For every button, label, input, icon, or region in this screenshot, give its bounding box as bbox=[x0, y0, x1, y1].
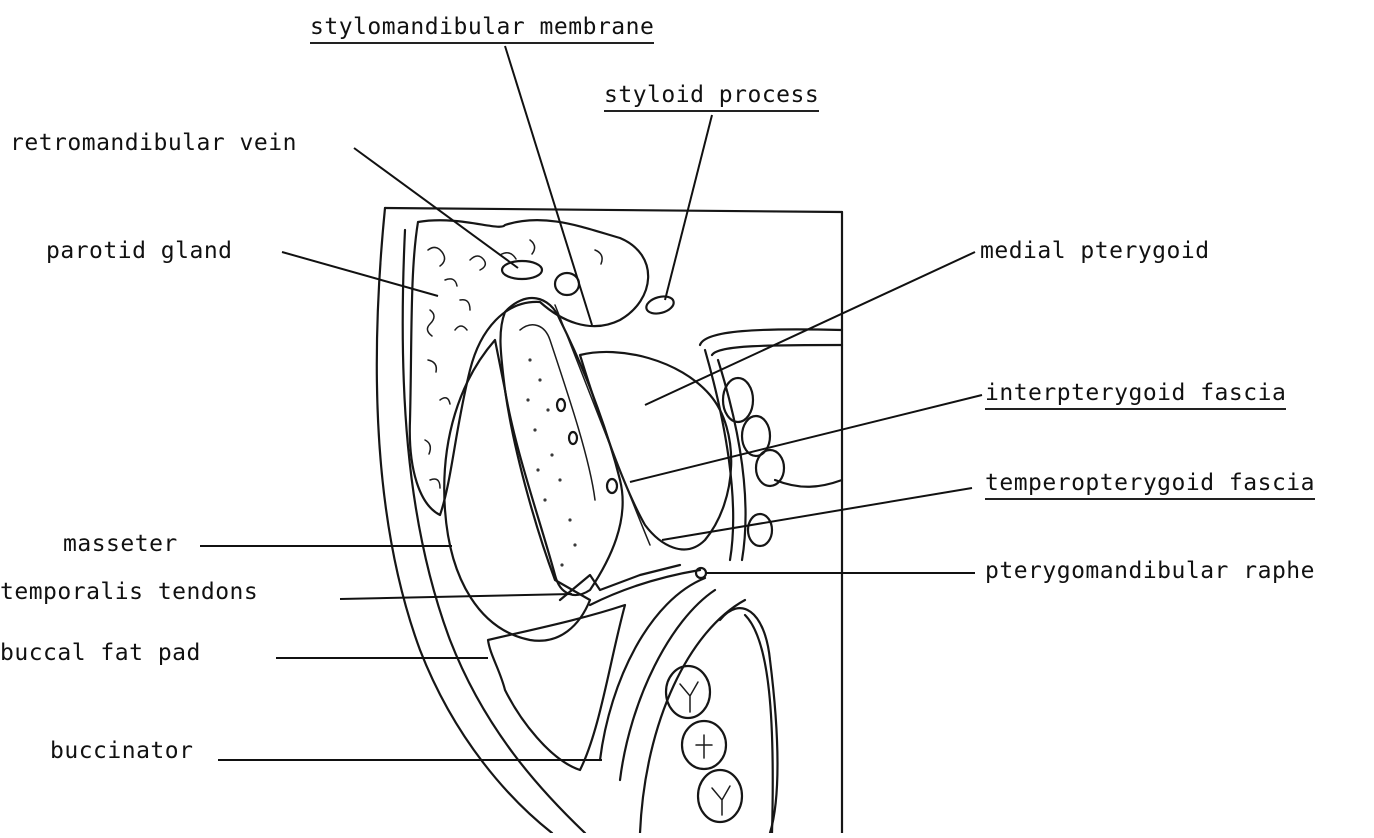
label-temperopterygoid-fascia: temperopterygoid fascia bbox=[985, 472, 1315, 500]
ramus-inner bbox=[520, 325, 595, 500]
pharyngeal-wall-inner bbox=[712, 345, 842, 355]
label-buccinator: buccinator bbox=[50, 740, 193, 763]
external-carotid-shape bbox=[555, 273, 579, 295]
label-stylomandibular-membrane: stylomandibular membrane bbox=[310, 16, 654, 44]
tooth-1 bbox=[666, 666, 710, 718]
retromandibular-vein-shape bbox=[502, 261, 542, 279]
mandible-ramus bbox=[500, 298, 622, 595]
label-medial-pterygoid: medial pterygoid bbox=[980, 240, 1210, 263]
interpterygoid-fascia-line bbox=[555, 305, 650, 545]
pharyngeal-wall-outer bbox=[700, 329, 842, 345]
label-interpterygoid-fascia: interpterygoid fascia bbox=[985, 382, 1286, 410]
inferior-alveolar-nerve bbox=[607, 479, 617, 493]
label-masseter: masseter bbox=[63, 533, 178, 556]
inferior-alveolar-vessel-2 bbox=[569, 432, 577, 444]
label-parotid-gland: parotid gland bbox=[46, 240, 233, 263]
label-temporalis-tendons: temporalis tendons bbox=[0, 581, 258, 604]
label-buccal-fat-pad: buccal fat pad bbox=[0, 642, 201, 665]
pterygomandibular-raphe-point bbox=[696, 568, 706, 578]
tooth-3 bbox=[698, 770, 742, 822]
ramus-marrow-dots bbox=[526, 358, 576, 566]
label-styloid-process: styloid process bbox=[604, 84, 819, 112]
label-pterygomandibular-raphe: pterygomandibular raphe bbox=[985, 560, 1315, 583]
tonsil-lobe-1 bbox=[723, 378, 753, 422]
inner-cheek-outline bbox=[403, 230, 585, 833]
leader-lines bbox=[200, 46, 982, 760]
label-retromandibular-vein: retromandibular vein bbox=[10, 132, 297, 155]
inferior-alveolar-vessel-1 bbox=[557, 399, 565, 411]
tonsil-lobe-4 bbox=[748, 514, 772, 546]
tonsil-lobe-3 bbox=[756, 450, 784, 486]
teeth bbox=[666, 666, 742, 822]
frame-top bbox=[385, 208, 842, 212]
tongue-outline bbox=[720, 608, 778, 833]
palatine-region bbox=[775, 480, 842, 487]
styloid-process-shape bbox=[644, 294, 675, 317]
medial-pterygoid-outline bbox=[580, 352, 731, 549]
